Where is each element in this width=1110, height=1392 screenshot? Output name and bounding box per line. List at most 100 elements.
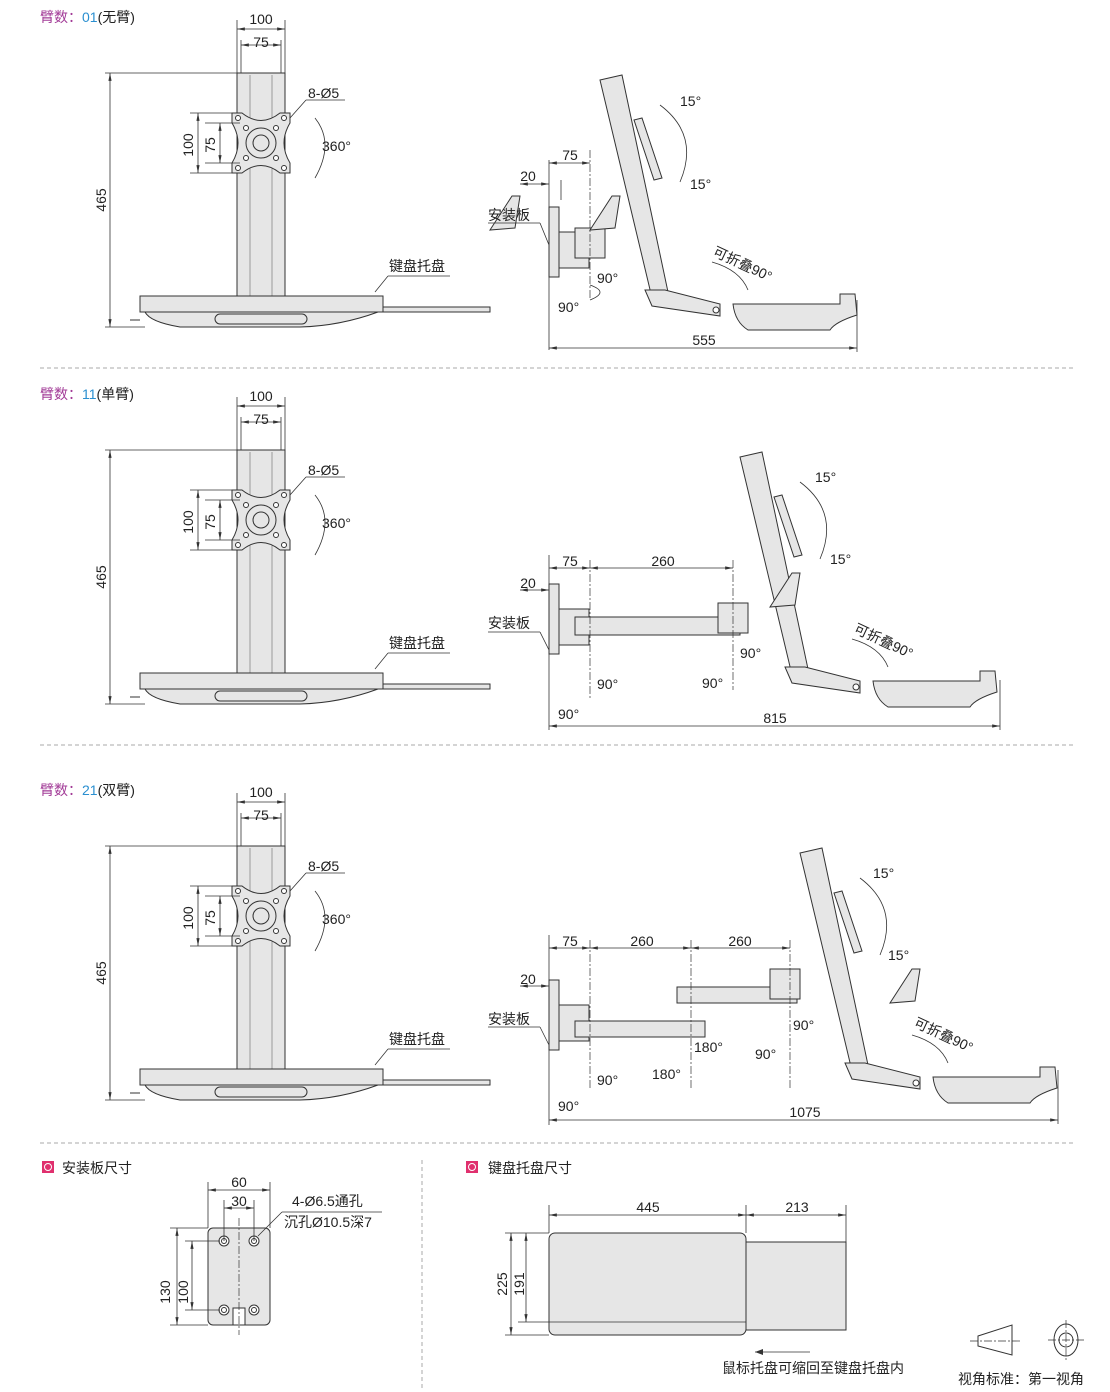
arrowhead bbox=[509, 1327, 513, 1335]
arrowhead bbox=[108, 1092, 112, 1100]
dim-height-inner bbox=[218, 500, 222, 540]
dim-arm-length bbox=[590, 566, 733, 570]
mount-hole bbox=[281, 938, 287, 944]
arrowhead bbox=[190, 1241, 194, 1249]
arrowhead bbox=[782, 946, 790, 950]
dim-mouse-length bbox=[746, 1213, 846, 1217]
front-view bbox=[130, 845, 491, 1101]
dim-width-outer bbox=[237, 404, 285, 408]
rotation-arc bbox=[659, 104, 687, 183]
mount-hole bbox=[243, 502, 249, 508]
leader-line bbox=[374, 1048, 389, 1066]
keyboard-tray bbox=[139, 295, 384, 313]
column bbox=[236, 72, 286, 299]
arrowhead bbox=[241, 420, 249, 424]
rotation-arc bbox=[859, 877, 887, 956]
arrowhead bbox=[175, 1317, 179, 1325]
tray-depth-value: 225 bbox=[494, 1272, 510, 1296]
dim-arm-length-1 bbox=[590, 946, 691, 950]
tilt-up-value: 15° bbox=[873, 865, 894, 881]
dim-plate-thickness bbox=[520, 182, 549, 186]
arrowhead bbox=[524, 1233, 528, 1241]
mount-hole bbox=[235, 165, 241, 171]
tray-arm bbox=[844, 1062, 921, 1090]
keyboard-tray-title: 键盘托盘尺寸 bbox=[488, 1160, 572, 1176]
arrowhead bbox=[590, 566, 598, 570]
monitor-link bbox=[589, 195, 621, 231]
mount-hole bbox=[235, 492, 241, 498]
total-height-value: 465 bbox=[93, 565, 109, 589]
mount-hole bbox=[281, 492, 287, 498]
hole-height-value: 100 bbox=[175, 1280, 191, 1304]
leader-line bbox=[289, 872, 307, 892]
arrowhead bbox=[108, 846, 112, 854]
hole-note: 4-Ø6.5通孔 bbox=[292, 1193, 363, 1209]
dim-arm-length-2 bbox=[691, 946, 790, 950]
tilt-arrow bbox=[799, 481, 827, 560]
arrowhead bbox=[237, 800, 245, 804]
dim-tray-depth bbox=[509, 1233, 513, 1335]
rotation-arc bbox=[799, 481, 827, 560]
arrowhead bbox=[273, 816, 281, 820]
mouse-tray bbox=[382, 306, 491, 313]
arrowhead bbox=[277, 404, 285, 408]
dim-total-height bbox=[108, 846, 112, 1100]
side-view-single-arm bbox=[548, 451, 998, 708]
arrowhead bbox=[755, 1349, 763, 1355]
dim-height-outer bbox=[196, 886, 200, 946]
mouse-tray bbox=[382, 683, 491, 690]
mount-hole bbox=[273, 155, 279, 161]
arrowhead bbox=[196, 886, 200, 894]
rotation-arc bbox=[314, 494, 326, 556]
tray-label: 键盘托盘 bbox=[389, 1031, 445, 1047]
arrowhead bbox=[541, 984, 549, 988]
first-angle-projection-icon bbox=[970, 1320, 1084, 1360]
rotation-arrow-360 bbox=[314, 117, 326, 179]
arrowhead bbox=[582, 566, 590, 570]
dim-total-reach bbox=[549, 346, 857, 350]
mount-hole bbox=[235, 938, 241, 944]
monitor-assembly bbox=[799, 847, 1058, 1104]
arrowhead bbox=[590, 946, 598, 950]
swivel-value: 90° bbox=[740, 645, 761, 661]
rotation-arc bbox=[314, 117, 326, 179]
arrowhead bbox=[241, 43, 249, 47]
monitor-link bbox=[889, 968, 921, 1004]
tilt-arrow bbox=[859, 877, 887, 956]
countersunk-hole bbox=[218, 1304, 230, 1316]
mount-plate-title: 安装板尺寸 bbox=[62, 1160, 132, 1176]
swivel-value: 90° bbox=[558, 706, 579, 722]
arrowhead bbox=[992, 724, 1000, 728]
plate-height-value: 130 bbox=[157, 1280, 173, 1304]
dim-value: 75 bbox=[562, 933, 578, 949]
dim-width-inner bbox=[241, 816, 281, 820]
dim-arm-offset bbox=[549, 161, 590, 165]
tray-label: 键盘托盘 bbox=[389, 258, 445, 274]
width-inner-value: 75 bbox=[253, 34, 269, 50]
arrowhead bbox=[196, 113, 200, 121]
leader-line bbox=[289, 99, 307, 119]
inner-depth-value: 191 bbox=[511, 1272, 527, 1296]
side-view-no-arm bbox=[489, 74, 858, 331]
width-outer-value: 100 bbox=[249, 11, 273, 27]
width-inner-value: 75 bbox=[253, 411, 269, 427]
arm-count-code: 11 bbox=[82, 386, 97, 402]
arm-count-header: 臂数：01(无臂) bbox=[40, 9, 135, 25]
dim-total-height bbox=[108, 450, 112, 704]
section-marker-ring bbox=[44, 1163, 52, 1171]
total-height-value: 465 bbox=[93, 961, 109, 985]
tray-hinge bbox=[912, 1079, 920, 1087]
arrowhead bbox=[108, 450, 112, 458]
dim-height-inner bbox=[218, 896, 222, 936]
rotation-value: 360° bbox=[322, 138, 351, 154]
arrowhead bbox=[241, 816, 249, 820]
swivel-value: 90° bbox=[755, 1046, 776, 1062]
arm-count-suffix: (无臂) bbox=[98, 9, 135, 25]
tilt-down-value: 15° bbox=[830, 551, 851, 567]
retract-arrow bbox=[755, 1349, 810, 1355]
height-inner-value: 75 bbox=[202, 137, 218, 153]
dim-arm-offset bbox=[549, 566, 590, 570]
arrowhead bbox=[725, 566, 733, 570]
dim-hole-spacing bbox=[224, 1206, 254, 1210]
